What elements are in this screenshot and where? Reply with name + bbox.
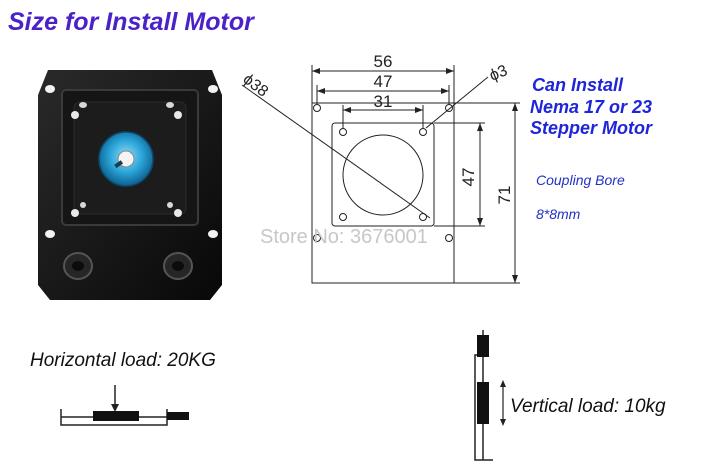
dim-56: 56 bbox=[374, 55, 393, 71]
horizontal-load-label: Horizontal load: 20KG bbox=[30, 350, 216, 371]
motor-hole bbox=[174, 209, 182, 217]
mount-hole bbox=[208, 85, 218, 93]
dim-71: 71 bbox=[495, 186, 514, 205]
coupling-label: Coupling Bore bbox=[536, 172, 625, 188]
dim-31: 31 bbox=[374, 92, 393, 111]
install-line-1: Can Install bbox=[532, 75, 624, 95]
bore-circle bbox=[342, 134, 424, 216]
mounting-plate-photo bbox=[38, 70, 222, 300]
motor-hole bbox=[174, 111, 182, 119]
horizontal-load-diagram bbox=[60, 385, 189, 426]
coupling-value: 8*8mm bbox=[536, 206, 581, 222]
vertical-load-diagram bbox=[474, 330, 506, 461]
motor-hole bbox=[71, 111, 79, 119]
install-line-2: Nema 17 or 23 bbox=[530, 97, 653, 117]
plate-outline bbox=[311, 102, 455, 284]
install-line-3: Stepper Motor bbox=[530, 118, 653, 138]
mount-hole bbox=[45, 230, 55, 238]
dim-47-side: 47 bbox=[459, 168, 478, 187]
mount-hole bbox=[208, 230, 218, 238]
vertical-load-label: Vertical load: 10kg bbox=[510, 396, 666, 417]
dimension-drawing: 56 47 31 ϕ3 ϕ38 47 71 bbox=[240, 55, 520, 284]
dim-hole: ϕ3 bbox=[487, 62, 510, 84]
store-watermark: Store No: 3676001 bbox=[260, 226, 428, 248]
motor-hole bbox=[71, 209, 79, 217]
page-title: Size for Install Motor bbox=[8, 8, 254, 36]
motor-square bbox=[331, 122, 435, 227]
dim-circle: ϕ38 bbox=[240, 71, 272, 101]
dim-47-top: 47 bbox=[374, 72, 393, 91]
mount-hole bbox=[45, 85, 55, 93]
